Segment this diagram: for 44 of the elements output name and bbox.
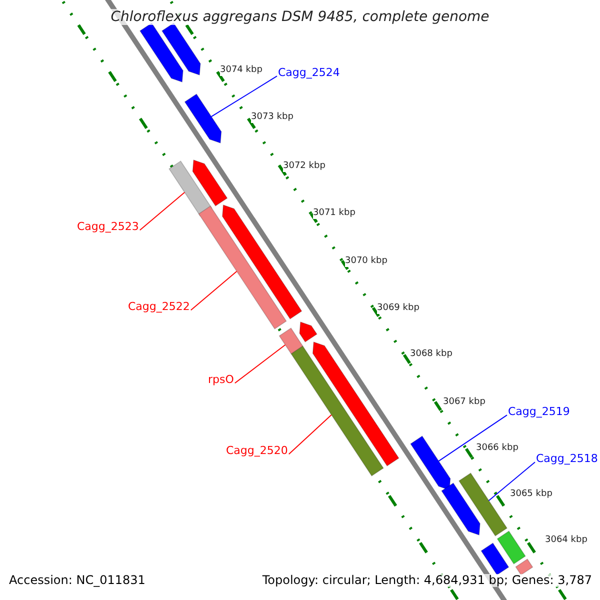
gene-block [278, 328, 304, 354]
leader-line [288, 414, 332, 455]
gene-block [222, 204, 302, 320]
leader-line [190, 270, 238, 311]
gene-label: rpsO [208, 374, 234, 386]
scale-label: 3071 kbp [313, 209, 356, 219]
scale-label: 3064 kbp [545, 536, 588, 546]
gene-block [496, 530, 526, 564]
leader-line [234, 344, 286, 384]
gene-block [184, 94, 222, 144]
accession-text: Accession: NC_011831 [9, 574, 146, 588]
gene-block [299, 321, 318, 342]
gene-block [161, 22, 201, 76]
gene-label: Cagg_2519 [508, 406, 570, 418]
scale-label: 3072 kbp [283, 162, 326, 172]
gene-block [410, 436, 451, 491]
scale-label: 3068 kbp [410, 350, 452, 360]
scale-label: 3065 kbp [510, 490, 552, 500]
gene-block [458, 472, 508, 536]
gene-block [168, 160, 212, 216]
scale-label: 3066 kbp [476, 444, 518, 454]
scale-label: 3073 kbp [251, 113, 294, 123]
leader-line [488, 462, 536, 502]
gene-label: Cagg_2518 [536, 453, 598, 466]
gene-label: Cagg_2523 [77, 221, 139, 234]
leader-line [139, 192, 186, 231]
gene-label: Cagg_2524 [278, 67, 340, 80]
gene-block [480, 542, 510, 576]
gene-block [192, 159, 228, 206]
gene-block [198, 206, 287, 330]
leader-line [438, 414, 508, 462]
gene-label: Cagg_2520 [226, 445, 288, 458]
gene-block [441, 482, 480, 536]
gene-block [139, 22, 184, 83]
gene-label: Cagg_2522 [128, 301, 190, 314]
scale-label: 3069 kbp [377, 304, 420, 314]
title: Chloroflexus aggregans DSM 9485, complete genome [110, 9, 490, 25]
genome-info-text: Topology: circular; Length: 4,684,931 bp; Genes: 3,787 [262, 574, 592, 588]
scale-label: 3074 kbp [220, 66, 262, 76]
scale-label: 3067 kbp [443, 398, 486, 408]
gene-block [312, 341, 400, 466]
leader-line [210, 76, 278, 118]
scale-label: 3070 kbp [345, 257, 388, 267]
gene-block [290, 346, 384, 476]
